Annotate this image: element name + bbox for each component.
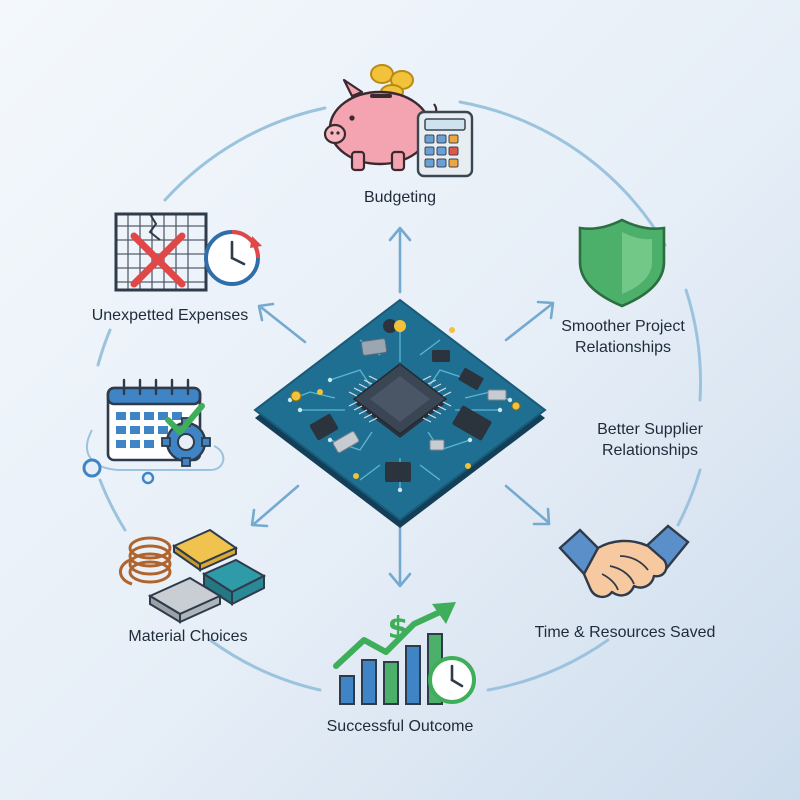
label-better-supplier-line-1: Better Supplier — [597, 421, 703, 438]
ring-segment-materials-to-calendar — [98, 478, 127, 532]
label-successful-outcome: Successful Outcome — [326, 718, 474, 735]
small-components — [290, 319, 521, 482]
ring-segment-calendar-to-expenses — [96, 328, 112, 367]
shield-icon — [578, 218, 666, 308]
label-better-supplier-line-2: Relationships — [601, 442, 699, 459]
label-smoother-project: Smoother Project Relationships — [548, 316, 698, 358]
handshake-icon — [558, 524, 690, 599]
label-smoother-project-line-1: Smoother Project — [561, 318, 685, 335]
broken-fence-clock-icon — [114, 212, 262, 292]
cycle-ring — [96, 100, 703, 692]
piggy-bank-calculator-icon — [323, 64, 474, 178]
dollar-sign-icon: $ — [388, 611, 409, 646]
arrow-up-right — [504, 300, 555, 342]
label-budgeting: Budgeting — [363, 189, 437, 206]
circuit-board-icon — [253, 298, 547, 528]
main-chip — [348, 363, 452, 438]
ring-segment-expenses-to-budget — [163, 106, 327, 202]
ring-segment-handshake-to-outcome — [486, 638, 610, 692]
ring-segment-budget-to-shield — [458, 100, 667, 247]
ring-segment-supplier-to-handshake — [676, 468, 702, 527]
radial-arrows — [250, 226, 555, 588]
label-unexpected-expenses: Unexpetted Expenses — [91, 307, 249, 324]
calendar-gear-icon — [82, 378, 225, 485]
label-smoother-project-line-2: Relationships — [574, 339, 672, 356]
materials-icon — [119, 528, 267, 624]
label-time-resources-saved: Time & Resources Saved — [534, 624, 716, 641]
growth-chart-clock-icon: $ — [333, 602, 476, 705]
ring-segment-shield-to-supplier — [684, 288, 703, 402]
arrow-down-right — [504, 484, 551, 526]
arrow-up-left — [257, 302, 307, 344]
label-better-supplier: Better Supplier Relationships — [578, 419, 722, 461]
arrow-down — [388, 524, 412, 588]
ring-segment-outcome-to-materials — [208, 638, 322, 692]
label-material-choices: Material Choices — [128, 628, 248, 645]
arrow-up — [388, 226, 412, 294]
arrow-down-left — [250, 484, 300, 528]
